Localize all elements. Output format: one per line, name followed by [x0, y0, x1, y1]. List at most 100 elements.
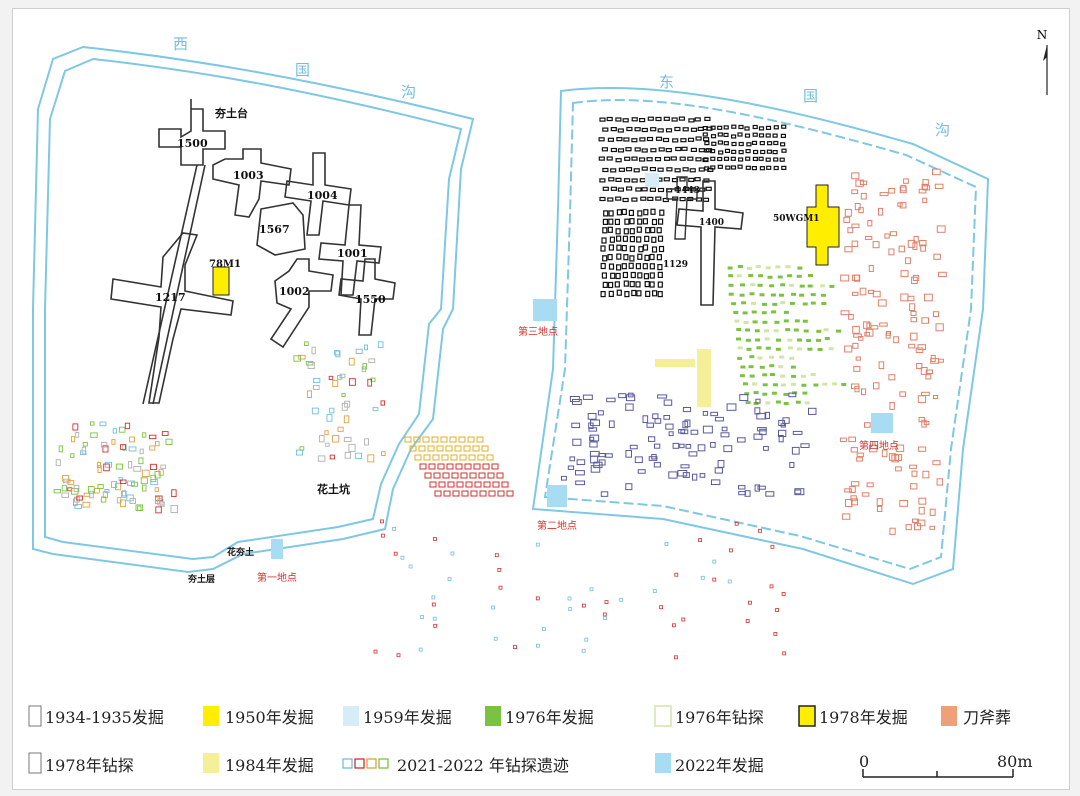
pit [888, 248, 895, 256]
pit [380, 533, 385, 538]
pit [58, 445, 64, 453]
pit [737, 437, 746, 443]
pit [628, 262, 634, 269]
tomb-label-1129: 1129 [663, 260, 688, 270]
pit [741, 301, 747, 305]
pit [631, 178, 638, 183]
dig-2022-site3 [533, 299, 557, 321]
pit [615, 196, 622, 201]
pit [479, 490, 487, 497]
pit [615, 235, 622, 242]
pit [822, 382, 828, 386]
pit [779, 293, 784, 297]
pit [907, 239, 916, 248]
pit [464, 463, 472, 470]
east-moat [531, 86, 990, 586]
pit [657, 167, 664, 172]
pit [917, 344, 926, 351]
pit [879, 192, 889, 197]
legend-label-1978-probe: 1978年钻探 [45, 756, 134, 775]
place-hangtutai: 夯土台 [214, 106, 248, 120]
pit [700, 575, 705, 580]
pit [608, 177, 615, 182]
pit [745, 401, 751, 405]
pit [653, 462, 661, 468]
pit [299, 446, 305, 451]
pit [644, 281, 650, 288]
pit [608, 290, 614, 297]
pit [598, 137, 605, 142]
pit [688, 451, 698, 457]
pit [638, 157, 646, 162]
pit [755, 338, 760, 342]
pit [477, 454, 485, 461]
pit [329, 407, 335, 414]
pit [491, 605, 496, 610]
pit [800, 374, 806, 378]
pit [925, 374, 932, 380]
pit [771, 310, 777, 314]
pit [758, 528, 762, 533]
pit [647, 116, 654, 121]
pit [772, 133, 778, 138]
pit [911, 470, 918, 477]
pit [751, 301, 756, 305]
pit [854, 203, 861, 211]
pit [891, 454, 900, 463]
pit [703, 157, 709, 162]
pit [641, 148, 648, 153]
pit [858, 336, 864, 341]
pit [75, 432, 80, 438]
pit [561, 475, 567, 481]
pit [393, 551, 398, 556]
pit [909, 303, 916, 312]
pit [723, 132, 729, 138]
pit [634, 456, 643, 464]
pit [855, 457, 863, 462]
pit [783, 402, 789, 405]
pit [638, 117, 646, 123]
pit [749, 374, 755, 378]
pit [765, 401, 771, 405]
scale-start: 0 [859, 752, 869, 771]
pit [99, 421, 107, 427]
pit [615, 177, 622, 182]
pit [900, 184, 907, 192]
pit [616, 244, 622, 251]
pit [728, 274, 734, 278]
tomb-label-1002: 1002 [279, 285, 310, 298]
pit [710, 442, 716, 448]
pit [647, 196, 654, 201]
pit [608, 218, 614, 225]
pit [575, 470, 585, 476]
pit [67, 480, 75, 485]
pit [752, 382, 758, 386]
pit [849, 486, 856, 494]
pit [433, 472, 441, 479]
pit [905, 524, 912, 531]
pit [704, 141, 710, 146]
pit [685, 444, 692, 449]
pit [772, 383, 778, 387]
pit [689, 168, 696, 173]
pit [909, 464, 918, 469]
pit [781, 165, 787, 170]
legend: 1934-1935发掘 1950年发掘 1959年发掘 1976年发掘 1976… [28, 705, 1033, 778]
pit [765, 133, 771, 138]
pit [599, 178, 606, 183]
pit [899, 202, 907, 209]
pit [726, 403, 737, 411]
pit [872, 290, 881, 298]
pit [601, 272, 608, 279]
dig-2022-site2 [547, 485, 567, 507]
pit [918, 446, 927, 452]
pit [127, 480, 135, 486]
legend-swatch-outline [28, 705, 42, 727]
pit [127, 461, 133, 469]
pit [623, 254, 629, 261]
pit [441, 454, 449, 461]
legend-swatch-1978-dig [798, 705, 816, 727]
pit [674, 572, 679, 577]
pit [623, 280, 629, 287]
pit [740, 283, 745, 287]
